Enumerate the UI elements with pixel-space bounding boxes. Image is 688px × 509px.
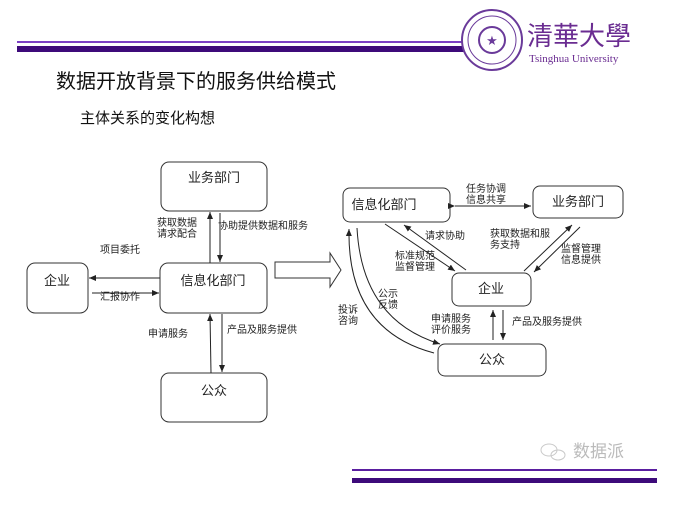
edge-label: 监督管理: [395, 260, 435, 273]
edge-label: 信息共享: [466, 193, 506, 206]
node-label: 企业: [478, 281, 504, 297]
edge-label: 汇报协作: [100, 290, 140, 303]
edge-label: 协助提供数据和服务: [218, 219, 308, 232]
edge-label: 咨询: [338, 314, 358, 327]
node-label: 业务部门: [552, 194, 604, 210]
university-name-en: Tsinghua University: [529, 53, 619, 65]
watermark-text: 数据派: [573, 442, 624, 462]
node-label: 公众: [479, 353, 505, 368]
edge-label: 获取数据: [157, 216, 197, 229]
node-label: 公众: [201, 384, 227, 399]
edge-label: 评价服务: [431, 323, 471, 336]
node-label: 业务部门: [188, 170, 240, 186]
edge-label: 申请服务: [148, 327, 188, 340]
node-info-dept: [159, 262, 268, 314]
edge-label: 产品及服务提供: [227, 323, 297, 336]
node-business-dept: [532, 185, 624, 219]
edge-label: 获取数据和服: [490, 227, 550, 240]
edge-label: 申请服务: [431, 312, 471, 325]
edge-label: 任务协调: [466, 182, 506, 195]
header-thick-line: [17, 46, 467, 52]
university-name-cn: 清華大學: [527, 22, 631, 52]
node-label: 信息化部门: [351, 197, 416, 213]
footer-thick-line: [352, 478, 657, 483]
edge-label: 项目委托: [100, 243, 140, 256]
node-enterprise: [451, 272, 532, 307]
wechat-icon: [540, 443, 566, 461]
edge-label: 请求配合: [157, 227, 197, 240]
edge-label: 信息提供: [561, 253, 601, 266]
node-business-dept: [160, 161, 268, 212]
page-title: 数据开放背景下的服务供给模式: [56, 69, 336, 93]
edge-label: 投诉: [338, 303, 358, 316]
edge-label: 产品及服务提供: [512, 315, 582, 328]
node-public: [437, 343, 547, 377]
right-diagram: 信息化部门 业务部门 企业 公众 任务协调 信息共享 请求协助 标准规范 监督管…: [338, 182, 624, 377]
edge-label: 公示: [378, 289, 398, 300]
edge-label: 反馈: [378, 298, 398, 311]
page-subtitle: 主体关系的变化构想: [80, 109, 215, 127]
node-label: 信息化部门: [180, 273, 245, 289]
header-thin-line: [17, 41, 467, 43]
edge-label: 标准规范: [395, 249, 435, 262]
edge-label: 务支持: [490, 238, 520, 251]
transition-arrow-icon: [274, 251, 342, 289]
svg-text:★: ★: [486, 34, 498, 49]
node-label: 企业: [44, 273, 70, 289]
tsinghua-seal-icon: ★: [461, 9, 523, 71]
left-diagram: 业务部门 企业 信息化部门 公众 获取数据 请求配合 协助提供数据和服务 项目委…: [26, 161, 308, 423]
node-enterprise: [26, 262, 89, 314]
edge-label: 监督管理: [561, 242, 601, 255]
edge-label: 请求协助: [425, 229, 465, 242]
footer-thin-line: [352, 469, 657, 471]
node-public: [160, 372, 268, 423]
